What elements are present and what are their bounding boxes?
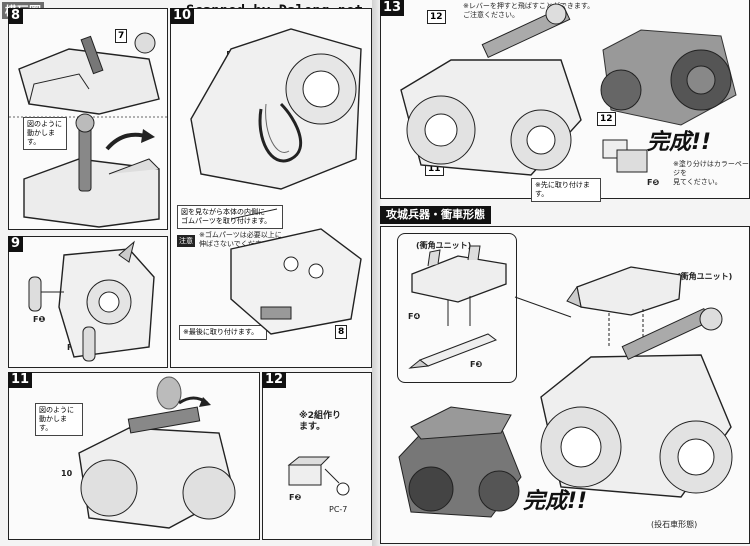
section-title: 攻城兵器・衝車形態	[380, 206, 491, 224]
step-11-panel: 11 図のように 動かします。 10	[8, 372, 260, 540]
caution-icon: 注意	[177, 235, 195, 247]
step-12-illustration	[287, 456, 350, 496]
ram-mode-illustration	[398, 266, 733, 518]
step-13-part-f: F❺	[647, 178, 660, 187]
page-fold	[372, 0, 382, 546]
step-9-panel: 9 E❸ F❶ F❶	[8, 236, 168, 368]
step-10-note-rubber: 図を見ながら本体の内側に ゴムパーツを取り付けます。	[177, 205, 283, 229]
step-9-number: 9	[8, 236, 24, 252]
ram-unit-callout: (衝角ユニット) F❹ F❸	[397, 233, 517, 383]
step-13-illustration	[400, 3, 737, 176]
step-13-note-lever: ※レバーを押すと飛ばすことができます。 ご注意ください。	[463, 2, 595, 19]
step-11-number: 11	[8, 372, 33, 388]
step-10-panel: 10 8 図を見ながら本体の内側に ゴムパーツを取り付けます。 注意 ※ゴムパー…	[170, 8, 372, 368]
step-9-illustration	[28, 240, 155, 362]
step-8-part-label: 7	[115, 29, 128, 43]
step-10-note-last: ※最後に取り付けます。	[179, 325, 267, 340]
step-13-panel: 13 ※レバーを押すと飛ばすことができます。 ご注意ください。 12 11 12…	[380, 0, 750, 202]
step-13-part-c: 12	[597, 112, 616, 126]
ram-unit-label-left: (衝角ユニット)	[416, 241, 472, 250]
step-13-note-color: ※塗り分けはカラーページを 見てください。	[673, 160, 749, 186]
step-13-note-first: ※先に取り付けます。	[531, 178, 601, 202]
step-12-note: ※2組作り ます。	[299, 411, 342, 432]
step-13-part-a: 12	[427, 10, 446, 24]
step-13-small-part	[602, 139, 648, 173]
step-12-part-f: F❷	[289, 493, 302, 502]
step-10-note-stretch: ※ゴムパーツは必要以上に 伸ばさないでください。	[199, 231, 282, 248]
ram-mode-panel: (衝角ユニット) F❹ F❸ (衝角ユニット) 完成!! (投石車形態)	[380, 226, 750, 544]
ram-unit-label-right: (衝角ユニット)	[677, 272, 733, 281]
step-10-part-bottom: 8	[335, 325, 348, 339]
step-10-number: 10	[170, 8, 195, 24]
step-11-note: 図のように 動かします。	[35, 403, 83, 436]
step-8-number: 8	[8, 8, 24, 24]
step-12-part-pc: PC-7	[329, 505, 348, 514]
step-13-finished-model	[600, 29, 737, 126]
step-9-part-f1: F❶	[33, 315, 46, 324]
ram-mode-complete: 完成!!	[523, 489, 588, 514]
catapult-mode-caption: (投石車形態)	[651, 520, 698, 529]
step-11-part: 10	[61, 469, 73, 478]
ram-part-f3: F❸	[470, 360, 483, 369]
step-12-panel: 12 ※2組作り ます。 F❷ PC-7	[262, 372, 372, 540]
ram-mode-finished-model	[398, 406, 522, 518]
step-12-number: 12	[262, 372, 287, 388]
step-11-illustration	[78, 376, 236, 529]
step-13-number: 13	[380, 0, 405, 16]
step-10-illustration	[190, 28, 362, 335]
step-13-complete: 完成!!	[647, 130, 712, 155]
ram-unit-illustration	[408, 245, 507, 369]
step-8-illustration	[9, 32, 167, 228]
ram-part-f4: F❹	[408, 312, 421, 321]
step-8-panel: 8 7 図のように 動かします。	[8, 8, 168, 230]
